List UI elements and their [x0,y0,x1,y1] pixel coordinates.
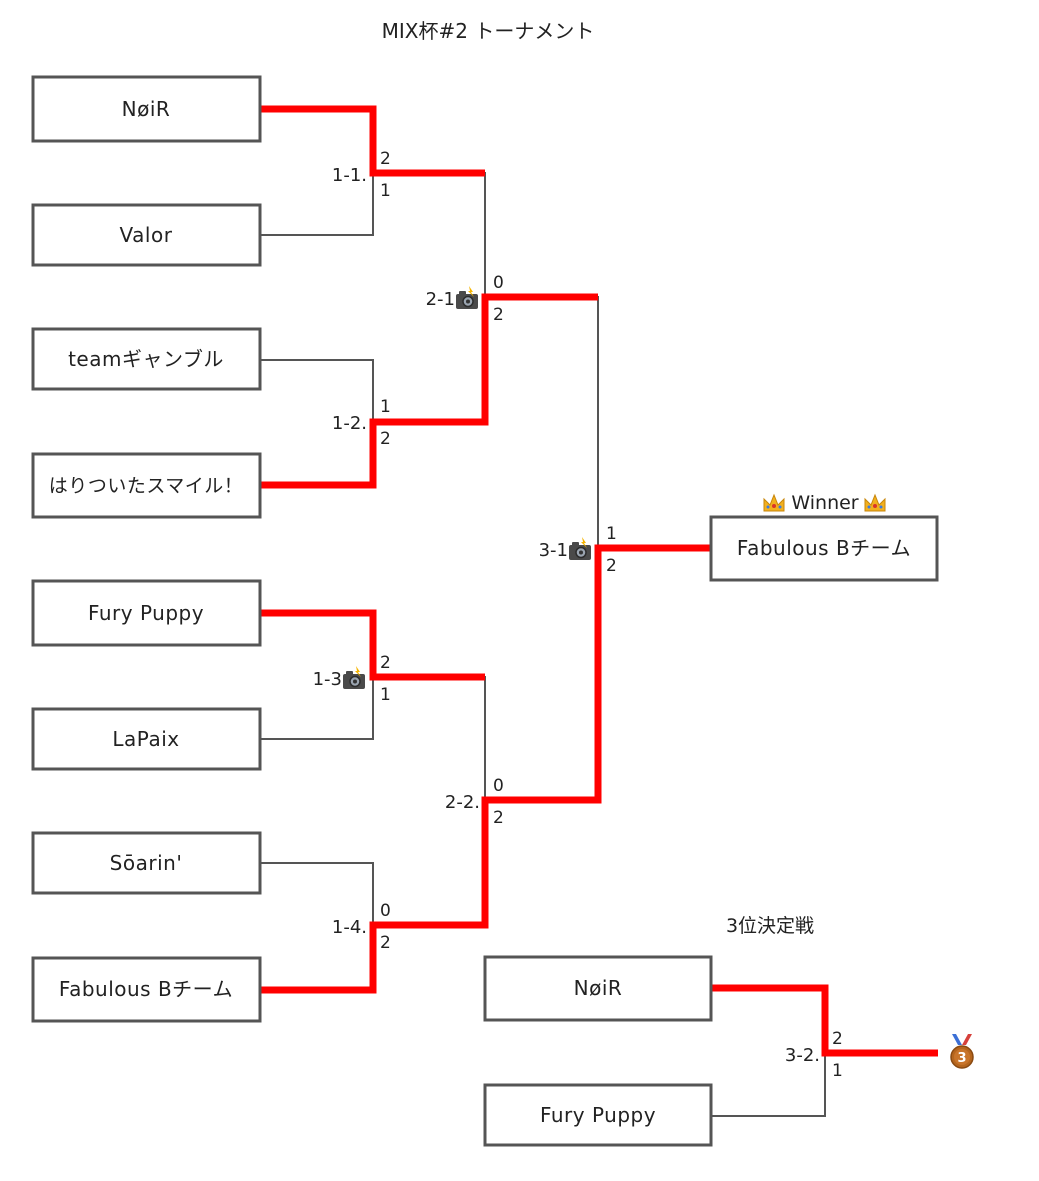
third-place-heading: 3位決定戦 [726,915,814,937]
score: 2 [380,933,391,953]
team-box: LaPaix [31,707,262,771]
crown-icon [763,494,785,512]
score: 0 [380,901,391,921]
score: 0 [493,776,504,796]
team-box: Valor [31,203,262,267]
winner-heading-text: Winner [791,492,858,514]
score: 2 [380,429,391,449]
score: 1 [380,397,391,417]
bronze-medal-icon: 3 [950,1033,974,1069]
winner-team-name: Fabulous Bチーム [737,536,911,560]
match-label: 2-1 [426,289,455,310]
score: 2 [380,149,391,169]
team-box: Sōarin' [31,831,262,895]
score: 2 [493,305,504,325]
score: 1 [380,181,391,201]
camera-flash-icon [568,536,592,561]
winner-heading: Winner [763,492,886,514]
score: 2 [832,1029,843,1049]
winning-path [260,609,485,681]
match-label: 1-4. [332,917,367,938]
connector-line [260,677,374,740]
winning-path [260,544,712,994]
connector-line [260,173,374,236]
score: 1 [832,1061,843,1081]
bracket-title: MIX杯#2 トーナメント [382,19,595,43]
team-box: NøiR [31,75,262,143]
team-name: Sōarin' [110,851,183,875]
team-name: はりついたスマイル！ [49,475,244,497]
match-label: 1-1. [332,165,367,186]
connector-line [260,359,374,422]
winning-path [260,105,485,177]
team-box: Fabulous Bチーム [31,956,262,1023]
team-box: teamギャンブル [31,327,262,391]
winning-path [260,293,598,489]
camera-flash-icon [455,285,479,310]
team-box: はりついたスマイル！ [31,452,262,519]
score: 1 [380,685,391,705]
team-name: LaPaix [112,727,179,751]
team-name: Valor [120,223,173,247]
team-box: Fury Puppy [483,1083,713,1147]
winner-box: Fabulous Bチーム [709,515,939,582]
team-name: Fury Puppy [88,601,204,625]
match-label: 1-2. [332,413,367,434]
match-label: 3-1 [539,540,568,561]
team-box: NøiR [483,955,713,1022]
camera-flash-icon [342,665,366,690]
score: 1 [606,524,617,544]
connector-line [485,296,599,548]
score: 2 [606,556,617,576]
winning-path [712,984,938,1057]
team-name: teamギャンブル [68,347,224,371]
team-name: NøiR [122,97,171,121]
match-label: 3-2. [785,1045,820,1066]
team-name: Fury Puppy [540,1103,656,1127]
connector-line [260,862,374,925]
crown-icon [864,494,886,512]
match-label: 1-3 [313,669,342,690]
svg-text:3: 3 [957,1051,966,1066]
score: 2 [493,808,504,828]
score: 0 [493,273,504,293]
team-box: Fury Puppy [31,579,262,647]
team-name: NøiR [574,976,623,1000]
connector-line [712,1053,826,1117]
match-label: 2-2. [445,792,480,813]
team-name: Fabulous Bチーム [59,977,233,1001]
score: 2 [380,653,391,673]
